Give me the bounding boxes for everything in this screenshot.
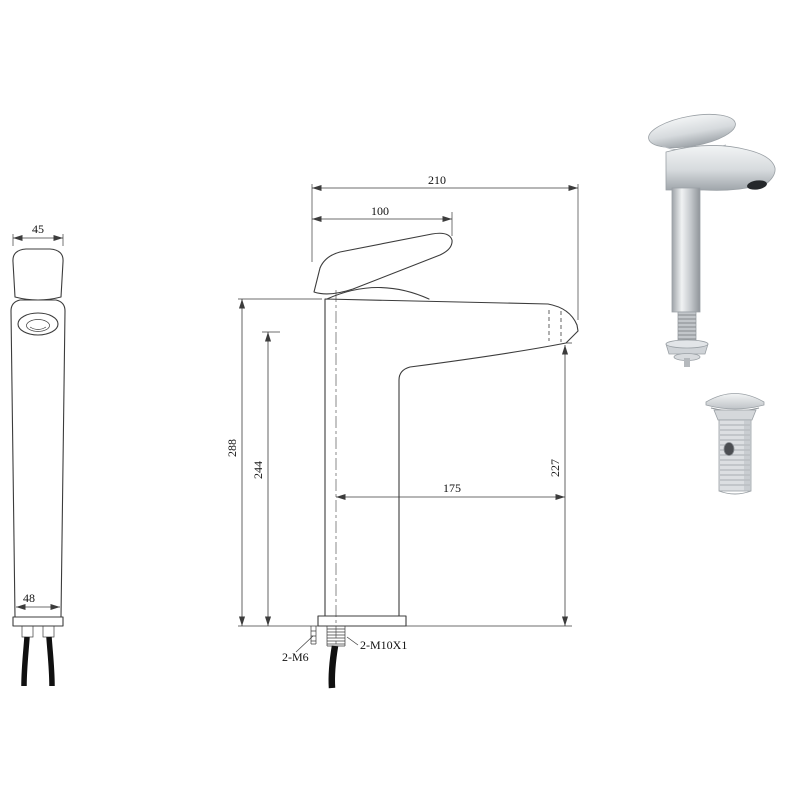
side-mounting-stud — [310, 626, 317, 645]
dim-227-label: 227 — [548, 459, 562, 477]
dim-outlet-height: 227 — [406, 342, 572, 627]
stud-thread-label: 2-M6 — [282, 650, 309, 664]
dim-overall-height: 288 — [225, 298, 322, 627]
side-body-spout-outline — [324, 298, 579, 617]
front-base — [12, 616, 64, 627]
shank-thread-label: 2-M10X1 — [360, 638, 407, 652]
side-supply-hose — [328, 645, 339, 689]
rendered-drain-plug — [705, 393, 765, 495]
front-body-outline — [10, 299, 66, 618]
dim-100-label: 100 — [371, 204, 389, 218]
front-supply-hose-right — [46, 636, 55, 687]
front-view: 45 48 — [10, 222, 66, 687]
drain-flange — [713, 409, 757, 421]
dim-handle-length: 100 — [312, 204, 453, 236]
front-hose-fitting-left — [21, 625, 34, 638]
front-aerator-detail — [29, 326, 47, 330]
drain-cap — [705, 393, 765, 410]
drain-overflow-hole — [723, 442, 735, 456]
render-mounting-nut — [665, 339, 709, 367]
shank-thread-callout: 2-M10X1 — [346, 636, 407, 652]
render-body — [671, 187, 701, 313]
render-handle — [648, 113, 736, 149]
side-shank-threads — [326, 626, 346, 647]
dim-175-label: 175 — [443, 481, 461, 495]
dim-45-label: 45 — [32, 222, 44, 236]
dim-210-label: 210 — [428, 173, 446, 187]
dim-handle-width: 45 — [12, 222, 64, 246]
dim-288-label: 288 — [225, 439, 239, 457]
dim-overall-depth: 210 — [311, 173, 579, 320]
side-aerator-hidden-lines — [548, 310, 562, 342]
stud-thread-callout: 2-M6 — [282, 635, 314, 664]
dim-244-label: 244 — [251, 461, 265, 479]
front-aerator — [26, 319, 50, 332]
dim-base-width: 48 — [16, 591, 60, 611]
rendered-faucet — [648, 113, 776, 367]
front-hose-fitting-right — [42, 625, 55, 638]
side-view: 210 100 288 244 227 175 — [225, 173, 579, 689]
front-handle-outline — [12, 248, 64, 301]
drain-bottom-rim — [718, 490, 752, 495]
side-cartridge-dome — [326, 287, 430, 300]
dim-body-height: 244 — [251, 331, 280, 626]
dim-48-label: 48 — [23, 591, 35, 605]
render-aerator — [747, 180, 767, 190]
render-shank-threads — [677, 311, 697, 343]
side-base — [317, 615, 407, 627]
front-spout-opening — [17, 312, 59, 336]
front-supply-hose-left — [21, 636, 30, 687]
dim-spout-reach: 175 — [336, 481, 565, 501]
render-spout — [665, 145, 776, 191]
drain-threaded-body — [718, 419, 752, 492]
side-handle-outline — [313, 232, 453, 295]
